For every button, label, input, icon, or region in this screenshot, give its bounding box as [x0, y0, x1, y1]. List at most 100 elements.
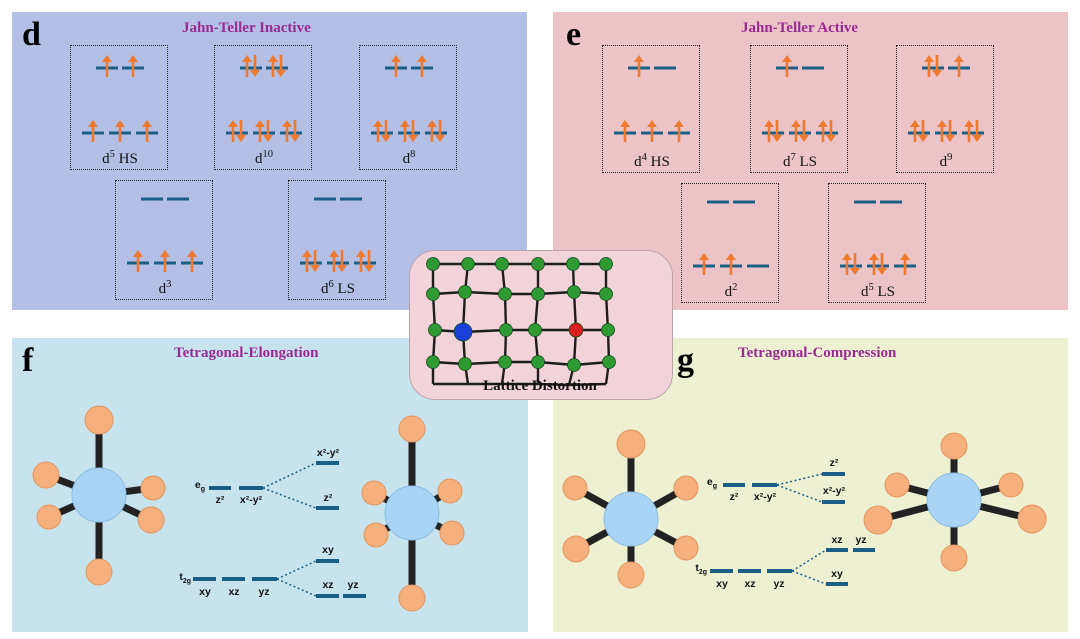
split-orbital-label-g: z²: [830, 457, 839, 469]
t2g-orbital-label-f: yz: [258, 586, 269, 598]
ligand-atom: [437, 478, 463, 504]
panel-letter-g: g: [677, 342, 694, 379]
t2g-spin-down-arrow: [263, 120, 273, 142]
ligand-atom: [617, 561, 645, 589]
panel-letter-e: e: [566, 16, 582, 53]
panel-letter-f: f: [22, 342, 34, 379]
lattice-atom: [461, 257, 475, 271]
t2g-spin-down-arrow: [364, 250, 374, 272]
ligand-atom: [137, 506, 165, 534]
octahedron-regular-f: [32, 405, 166, 586]
t2g-label-g: t2g: [695, 562, 707, 576]
ligand-atom: [398, 584, 426, 612]
t2g-spin-down-arrow: [877, 253, 887, 275]
t2g-spin-up-arrow: [764, 120, 774, 142]
orbital-diagram: [693, 200, 769, 275]
lattice-atom: [426, 257, 440, 271]
ligand-atom: [1017, 504, 1047, 534]
ligand-atom: [863, 505, 893, 535]
t2g-spin-down-arrow: [310, 250, 320, 272]
orbital-diagram: [82, 55, 158, 142]
panel-title-e: Jahn-Teller Active: [741, 20, 859, 36]
eg-label-g: eg: [707, 476, 717, 490]
lattice-diagram: [426, 257, 616, 387]
spin-state: LS: [799, 154, 817, 170]
config-label: d4 HS: [634, 152, 670, 170]
t2g-orbital-label-f: xz: [228, 586, 239, 598]
eg-orbital-label-f: x²-y²: [240, 494, 263, 506]
orbital-diagram: [614, 55, 690, 142]
lattice-atom: [458, 357, 472, 371]
config-label: d8: [402, 149, 416, 167]
lattice-atom: [426, 355, 440, 369]
splitting-connector: [276, 560, 317, 580]
t2g-spin-up-arrow: [964, 120, 974, 142]
t2g-spin-down-arrow: [772, 120, 782, 142]
lattice-atom: [566, 257, 580, 271]
eg-spin-up-arrow: [954, 55, 964, 77]
ligand-atom: [562, 475, 588, 501]
splitting-connector: [791, 570, 827, 585]
splitting-connector: [776, 484, 823, 503]
metal-center: [384, 485, 440, 541]
config-label: d9: [939, 152, 953, 170]
t2g-spin-up-arrow: [302, 250, 312, 272]
t2g-spin-up-arrow: [373, 120, 383, 142]
config-label: d7 LS: [782, 152, 817, 170]
lattice-atom: [531, 355, 545, 369]
t2g-spin-down-arrow: [408, 120, 418, 142]
config-box-d9: d9: [896, 45, 994, 173]
orbital-diagram: [371, 55, 447, 142]
orbital-diagram: [127, 197, 203, 272]
eg-spin-up-arrow: [242, 55, 252, 77]
t2g-spin-up-arrow: [187, 250, 197, 272]
t2g-orbital-label-g: xz: [744, 578, 755, 590]
panel-title-f: Tetragonal-Elongation: [174, 345, 319, 361]
t2g-spin-down-arrow: [918, 120, 928, 142]
t2g-spin-down-arrow: [945, 120, 955, 142]
lattice-atom: [499, 323, 513, 337]
panel-title-g: Tetragonal-Compression: [738, 345, 897, 361]
lattice-atom: [567, 285, 581, 299]
config-box-d5-hs: d5 HS: [70, 45, 168, 170]
t2g-orbital-label-g: yz: [773, 578, 784, 590]
t2g-spin-down-arrow: [826, 120, 836, 142]
spin-state: LS: [337, 281, 355, 297]
split-orbital-label-g: x²-y²: [823, 485, 846, 497]
config-box-d6-ls: d6 LS: [288, 180, 386, 300]
lattice-atom: [528, 323, 542, 337]
electron-count: 8: [410, 149, 416, 160]
ligand-atom: [36, 504, 62, 530]
electron-count: 5: [109, 149, 115, 160]
ligand-atom: [439, 520, 465, 546]
eg-spin-up-arrow: [102, 55, 112, 77]
electron-count: 2: [732, 282, 738, 293]
config-box-d3: d3: [115, 180, 213, 300]
t2g-spin-up-arrow: [791, 120, 801, 142]
ligand-atom: [140, 475, 166, 501]
t2g-orbital-label-g: xy: [716, 578, 728, 590]
ligand-atom: [84, 405, 114, 435]
config-label: d5 LS: [860, 282, 895, 300]
config-label: d10: [255, 149, 273, 167]
t2g-spin-up-arrow: [900, 253, 910, 275]
config-box-d7-ls: d7 LS: [750, 45, 848, 173]
panel-title-d: Jahn-Teller Inactive: [182, 20, 311, 36]
eg-orbital-label-g: z²: [730, 491, 739, 503]
ligand-atom: [562, 535, 590, 563]
split-orbital-label-f: xy: [322, 544, 334, 556]
octahedron-regular-g: [562, 429, 699, 589]
t2g-spin-up-arrow: [818, 120, 828, 142]
t2g-spin-up-arrow: [133, 250, 143, 272]
t2g-spin-up-arrow: [726, 253, 736, 275]
eg-spin-up-arrow: [268, 55, 278, 77]
ligand-atom: [940, 432, 968, 460]
t2g-spin-up-arrow: [427, 120, 437, 142]
eg-label-f: eg: [195, 479, 205, 493]
t2g-spin-up-arrow: [329, 250, 339, 272]
t2g-spin-down-arrow: [850, 253, 860, 275]
t2g-spin-up-arrow: [699, 253, 709, 275]
split-orbital-label-f: z²: [324, 492, 333, 504]
lattice-atom: [567, 358, 581, 372]
